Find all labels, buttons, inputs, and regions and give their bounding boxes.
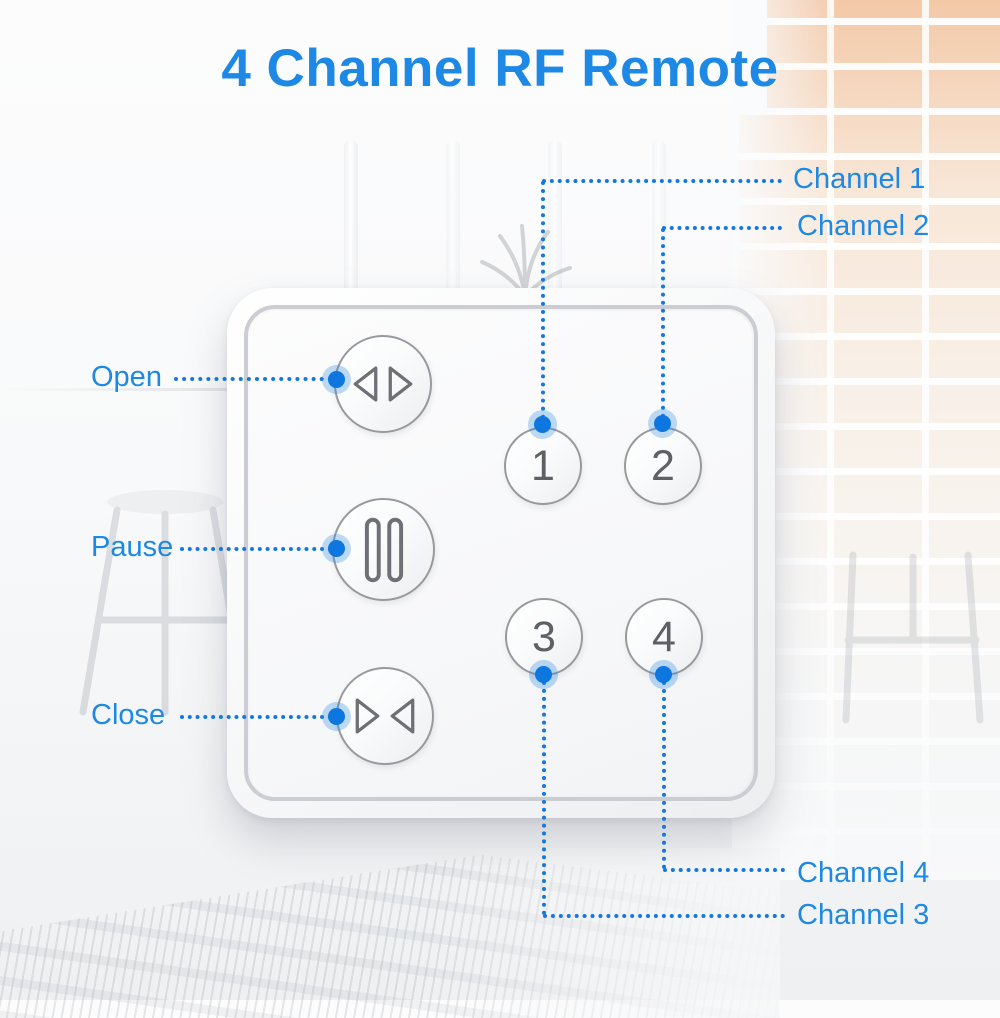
close-arrows-icon xyxy=(355,698,415,734)
page-title: 4 Channel RF Remote xyxy=(221,39,779,98)
channel-2-button[interactable]: 2 xyxy=(624,427,702,505)
close-connector-line xyxy=(180,715,332,719)
close-callout-label: Close xyxy=(91,699,166,731)
channel-4-connector-line-horizontal xyxy=(663,868,785,872)
close-button[interactable] xyxy=(336,667,434,765)
remote-panel: 1 2 3 4 xyxy=(227,288,775,818)
channel-1-callout-label: Channel 1 xyxy=(793,163,926,195)
background-chair xyxy=(842,551,984,724)
channel-1-button[interactable]: 1 xyxy=(504,427,582,505)
channel-2-button-label: 2 xyxy=(651,441,675,490)
background-rug-fade xyxy=(0,848,780,1018)
channel-1-connector-line-vertical xyxy=(541,181,545,419)
channel-1-connector-dot xyxy=(534,416,551,433)
pause-icon xyxy=(364,517,403,582)
channel-4-button-label: 4 xyxy=(652,612,676,661)
channel-3-callout-label: Channel 3 xyxy=(797,899,930,931)
channel-2-connector-line-vertical xyxy=(661,228,665,418)
channel-3-button-label: 3 xyxy=(532,612,556,661)
open-connector-line xyxy=(174,377,332,381)
remote-panel-face xyxy=(250,311,752,795)
channel-1-button-label: 1 xyxy=(531,441,555,490)
channel-1-connector-line-horizontal xyxy=(542,179,782,183)
channel-2-connector-line-horizontal xyxy=(662,226,782,230)
remote-panel-groove xyxy=(244,305,758,801)
channel-4-connector-line-vertical xyxy=(662,681,666,869)
close-connector-dot xyxy=(328,708,345,725)
open-button[interactable] xyxy=(334,335,432,433)
channel-3-connector-line-vertical xyxy=(542,681,546,915)
channel-4-button[interactable]: 4 xyxy=(625,598,703,676)
open-arrows-icon xyxy=(353,366,413,402)
open-callout-label: Open xyxy=(91,361,162,393)
channel-3-connector-dot xyxy=(535,666,552,683)
pause-connector-line xyxy=(180,547,332,551)
background-brick-fade xyxy=(732,0,1000,880)
channel-3-connector-line-horizontal xyxy=(543,914,785,918)
channel-2-callout-label: Channel 2 xyxy=(797,210,930,242)
channel-2-connector-dot xyxy=(654,415,671,432)
channel-4-callout-label: Channel 4 xyxy=(797,857,930,889)
background-plant xyxy=(480,224,572,298)
pause-button[interactable] xyxy=(332,498,435,601)
channel-4-connector-dot xyxy=(655,666,672,683)
open-connector-dot xyxy=(328,371,345,388)
channel-3-button[interactable]: 3 xyxy=(505,598,583,676)
pause-callout-label: Pause xyxy=(91,531,174,563)
pause-connector-dot xyxy=(328,540,345,557)
